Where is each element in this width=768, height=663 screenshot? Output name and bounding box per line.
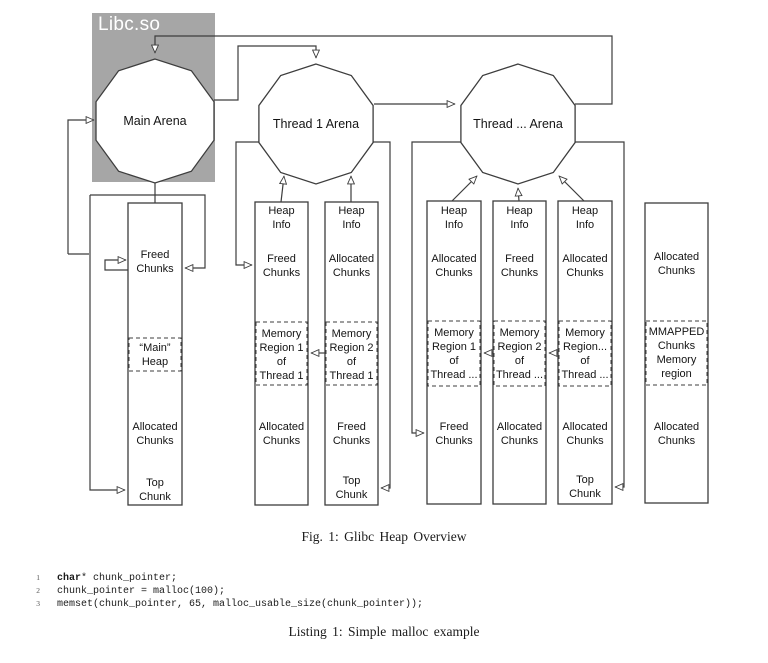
t1h1-freed-chunks-label: Freed Chunks [262, 253, 301, 279]
mmap-allocated-chunks-label: Allocated Chunks [653, 251, 700, 277]
main-arena-label: Main Arena [123, 114, 187, 128]
tNh2-memory-region-label: Memory Region 2 of Thread ... [495, 327, 544, 381]
connector-into-main-freed-chunks-right [90, 194, 206, 268]
t1h1-heap-info-label: Heap Info [268, 205, 295, 231]
tNh2-heap-info-label: Heap Info [506, 205, 533, 231]
threadN-heap1-dashed-region [427, 320, 481, 387]
main-heap-allocated-chunks-label: Allocated Chunks [132, 421, 178, 447]
connector-thread1-arena-to-freed-chunks [235, 141, 259, 265]
tNh2-freed-chunks-label: Freed Chunks [500, 253, 539, 279]
t1h2-freed-chunks-label: Freed Chunks [332, 421, 371, 447]
t1h2-top-chunk-label: Top Chunk [335, 475, 368, 501]
threadN-heap2-dashed-region [493, 320, 546, 387]
tNh3-allocated-chunks-label: Allocated Chunks [562, 253, 608, 279]
code-line-1: 1 char* chunk_pointer; [30, 571, 423, 584]
mmapped-dashed-region [645, 320, 708, 386]
main-heap-column [127, 202, 183, 506]
libc-box-label: Libc.so [98, 14, 161, 35]
tNh3-heap-info-label: Heap Info [571, 205, 599, 231]
threadN-arena-label: Thread ... Arena [473, 117, 563, 131]
code-text: chunk_pointer = malloc(100); [57, 586, 226, 597]
listing-caption: Listing 1: Simple malloc example [288, 624, 480, 639]
connector-heapinfo3-to-threadN-arena [451, 176, 477, 202]
connector-threadN-to-main-arena [155, 35, 613, 105]
tNh1-allocated-chunks-label: Allocated Chunks [431, 253, 477, 279]
main-heap-main-heap-label: “Main” Heap [139, 342, 171, 368]
line-number: 2 [36, 586, 40, 595]
main-heap-top-chunk-label: Top Chunk [139, 477, 171, 503]
thread1-heap1-dashed-region [255, 321, 308, 386]
t1h1-memory-region-label: Memory Region 1 of Thread 1 [259, 328, 304, 382]
code-listing: 1 char* chunk_pointer; 2 chunk_pointer =… [30, 571, 423, 610]
connector-into-main-top-chunk [89, 195, 125, 490]
tNh1-heap-info-label: Heap Info [440, 205, 468, 231]
t1h2-heap-info-label: Heap Info [338, 205, 365, 231]
connector-threadN-arena-to-freed-chunks [411, 141, 461, 433]
code-text: char* chunk_pointer; [57, 573, 178, 584]
tNh2-allocated-chunks-label: Allocated Chunks [496, 421, 543, 447]
t1h2-memory-region-label: Memory Region 2 of Thread 1 [329, 328, 374, 382]
connector-loop-into-main-arena-left [67, 120, 94, 254]
mmapped-column [644, 202, 709, 504]
connector-heapinfo4-to-threadN-arena [518, 188, 519, 202]
mmap-region-label: MMAPPED Chunks Memory region [648, 326, 705, 380]
tNh3-top-chunk-label: Top Chunk [569, 474, 601, 500]
tNh1-memory-region-label: Memory Region 1 of Thread ... [430, 327, 478, 381]
line-number: 3 [36, 599, 40, 608]
connector-heapinfo1-to-thread1-arena [281, 176, 284, 203]
connector-main-to-thread1-arena [214, 45, 316, 101]
threadN-heap3-dashed-region [558, 320, 612, 387]
tNh1-freed-chunks-label: Freed Chunks [435, 421, 473, 447]
line-number: 1 [36, 573, 40, 582]
threadN-heap2-column [492, 200, 547, 505]
diagram-canvas [67, 13, 709, 506]
mmap-allocated-chunks2-label: Allocated Chunks [653, 421, 700, 447]
thread1-arena-shape [258, 63, 374, 185]
connector-thread1-arena-to-top-chunk [373, 141, 391, 488]
main-heap-freed-chunks-label: Freed Chunks [136, 249, 174, 275]
connector-heapinfo5-to-threadN-arena [559, 176, 585, 202]
thread1-arena-label: Thread 1 Arena [272, 117, 360, 131]
connector-freed-chunks-self-loop [104, 260, 128, 271]
threadN-heap1-column [426, 200, 482, 505]
code-line-3: 3 memset(chunk_pointer, 65, malloc_usabl… [30, 597, 423, 610]
threadN-arena-shape [460, 63, 576, 185]
t1h2-allocated-chunks-label: Allocated Chunks [328, 253, 375, 279]
code-text: memset(chunk_pointer, 65, malloc_usable_… [57, 599, 424, 610]
tNh3-memory-region-label: Memory Region... of Thread ... [561, 327, 609, 381]
thread1-heap1-column [254, 201, 309, 506]
thread1-heap2-dashed-region [325, 321, 378, 386]
connector-threadN-arena-to-top-chunk [575, 141, 625, 487]
threadN-heap3-column [557, 200, 613, 505]
tNh3-allocated-chunks2-label: Allocated Chunks [562, 421, 608, 447]
figure-caption: Fig. 1: Glibc Heap Overview [301, 529, 467, 544]
code-line-2: 2 chunk_pointer = malloc(100); [30, 584, 423, 597]
t1h1-allocated-chunks-label: Allocated Chunks [258, 421, 305, 447]
